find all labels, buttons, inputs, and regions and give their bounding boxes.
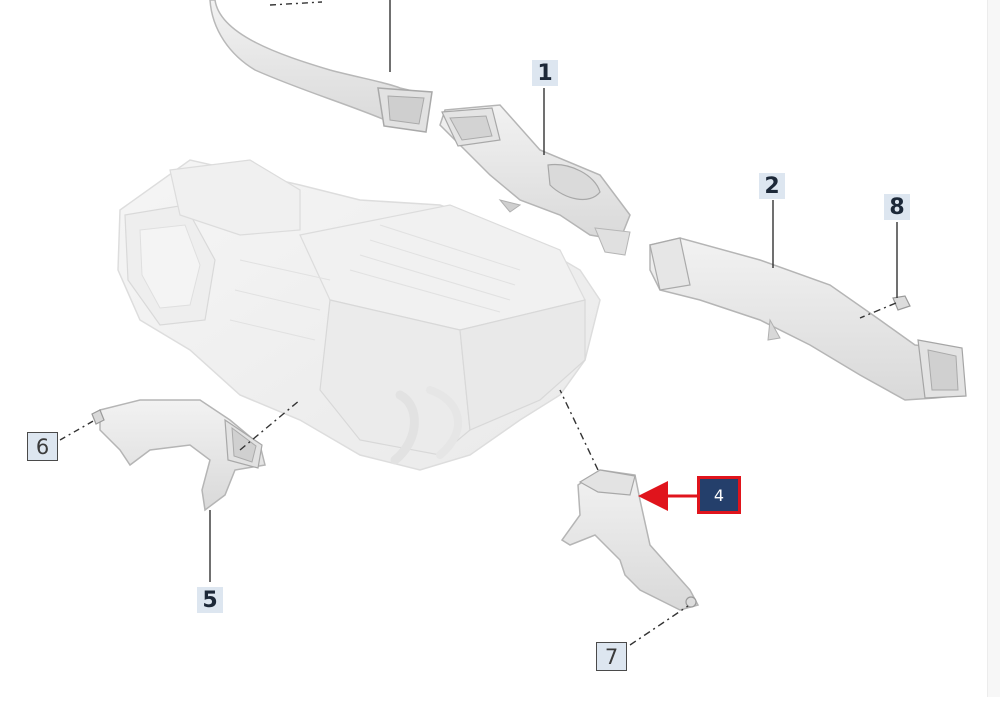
part-1-air-duct [439,104,631,256]
callout-7[interactable]: 7 [596,642,627,671]
scrollbar[interactable] [987,0,1000,697]
leader-lines [59,0,898,646]
callout-1[interactable]: 1 [532,60,558,86]
upper-air-duct [209,0,433,133]
part-8-clip [892,295,911,311]
part-4-air-duct [560,469,700,611]
callout-5[interactable]: 5 [197,587,223,613]
callout-6[interactable]: 6 [27,432,58,461]
callout-2[interactable]: 2 [759,173,785,199]
part-7-fastener [685,596,697,608]
part-5-air-duct [99,399,266,512]
hvac-housing-ghost [117,159,601,471]
part-2-air-duct [649,237,967,401]
callout-8[interactable]: 8 [884,194,910,220]
part-6-fastener [91,409,105,425]
callout-4[interactable]: 4 [697,476,741,514]
